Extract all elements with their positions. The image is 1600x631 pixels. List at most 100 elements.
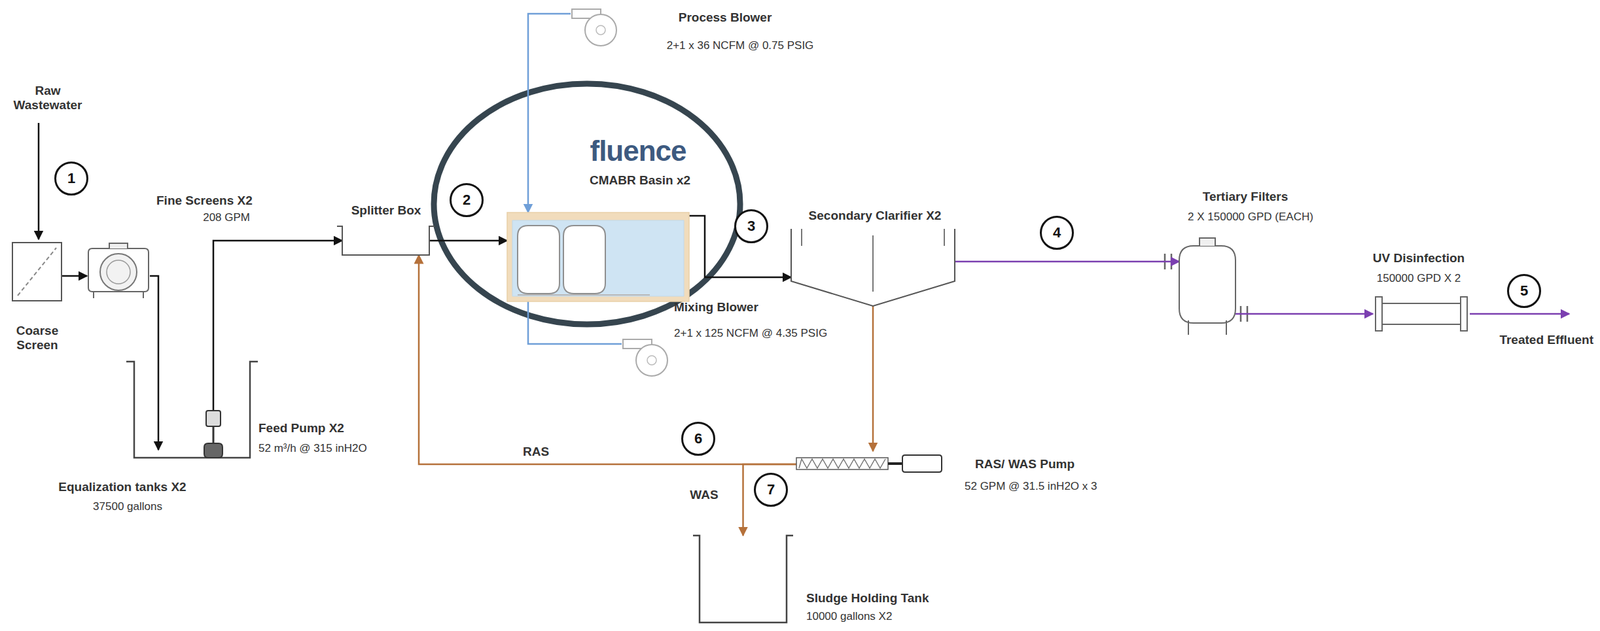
node-spec: 2+1 x 125 NCFM @ 4.35 PSIG <box>674 327 828 341</box>
node-title: fluence <box>589 134 686 169</box>
fine-screen-symbol <box>87 243 150 299</box>
shape-outline <box>1375 297 1383 332</box>
mixing-blower: Mixing Blower2+1 x 125 NCFM @ 4.35 PSIG <box>621 337 672 378</box>
shape-outline <box>585 14 617 46</box>
shape-outline <box>791 229 955 307</box>
shape-outline <box>1179 246 1236 324</box>
shape-outline <box>1460 297 1468 332</box>
coarse-screen: Coarse Screen <box>12 242 62 302</box>
mixing-blower-symbol <box>621 337 672 378</box>
feed-pump-symbol <box>204 410 223 459</box>
shape-outline <box>563 225 606 294</box>
shape-outline <box>337 226 435 256</box>
inflow-arrow <box>37 123 40 240</box>
equalization-tank: Feed Pump X252 m³/h @ 315 inH2OEqualizat… <box>134 361 250 459</box>
callout-number: 7 <box>753 473 788 508</box>
flow-connector <box>528 13 571 213</box>
shape-outline <box>93 291 144 299</box>
node-spec: 2+1 x 36 NCFM @ 0.75 PSIG <box>666 39 815 53</box>
shape-outline <box>517 225 560 294</box>
cmabr-basin-symbol <box>507 212 690 302</box>
flow-label: Treated Effluent <box>1499 333 1594 348</box>
flow-connector <box>743 464 798 536</box>
secondary-clarifier: Secondary Clarifier X2 <box>791 229 955 307</box>
node-spec: 150000 GPD X 2 <box>1376 272 1462 286</box>
tertiary-filter-symbol <box>1179 236 1236 336</box>
shape-outline <box>17 248 57 296</box>
shape-outline <box>206 410 221 427</box>
highlight-ellipse <box>433 83 741 325</box>
node-title: Splitter Box <box>351 203 422 218</box>
shape-outline <box>12 242 62 302</box>
shape-outline <box>796 458 889 470</box>
coarse-screen-symbol <box>12 242 62 302</box>
ras-was-pump-symbol <box>796 451 945 477</box>
node-title: UV Disinfection <box>1372 251 1465 266</box>
shape-outline <box>100 253 137 291</box>
edge-label: WAS <box>687 488 720 503</box>
flow-label: Raw Wastewater <box>5 83 91 113</box>
shape-outline <box>799 459 886 469</box>
node-spec: 52 m³/h @ 315 inH2O <box>258 442 368 456</box>
node-title: RAS/ WAS Pump <box>975 457 1075 472</box>
shape-outline <box>1188 320 1227 336</box>
process-blower: Process Blower2+1 x 36 NCFM @ 0.75 PSIG <box>570 6 621 48</box>
flow-connector <box>61 275 88 278</box>
node-title: Feed Pump X2 <box>258 421 345 436</box>
splitter-box-symbol <box>342 226 430 256</box>
process-blower-symbol <box>570 6 621 48</box>
node-title: Tertiary Filters <box>1202 189 1289 205</box>
sludge-tank: Sludge Holding Tank10000 gallons X2 <box>699 535 787 623</box>
fine-screen: Fine Screens X2208 GPM <box>87 243 150 299</box>
shape-outline <box>106 260 131 285</box>
callout-number: 6 <box>681 422 716 457</box>
callout-number: 5 <box>1507 274 1542 309</box>
uv-disinfection: UV Disinfection150000 GPD X 2 <box>1372 295 1470 333</box>
shape-outline <box>596 25 606 35</box>
shape-outline <box>888 462 903 466</box>
node-spec: 208 GPM <box>202 211 250 225</box>
feed-pump: Feed Pump X252 m³/h @ 315 inH2O <box>204 410 223 459</box>
shape-outline <box>512 220 684 297</box>
flow-connector <box>528 301 622 345</box>
outflow-arrow <box>1469 313 1570 316</box>
edge-label: RAS <box>520 444 552 460</box>
shape-outline <box>204 443 223 459</box>
node-title: Sludge Holding Tank <box>806 591 930 606</box>
ras-was-pump: RAS/ WAS Pump52 GPM @ 31.5 inH2O x 3 <box>796 451 945 477</box>
node-title: Equalization tanks X2 <box>58 480 186 495</box>
node-title: Coarse Screen <box>4 323 71 353</box>
tertiary-filter: Tertiary Filters2 X 150000 GPD (EACH) <box>1179 236 1236 336</box>
node-spec: 2 X 150000 GPD (EACH) <box>1187 210 1314 224</box>
shape-outline <box>507 212 690 302</box>
sludge-tank-symbol <box>699 535 787 623</box>
secondary-clarifier-symbol <box>791 229 955 307</box>
node-title: Process Blower <box>678 10 773 25</box>
flow-connector <box>429 240 508 243</box>
flow-connector <box>872 306 875 452</box>
callout-number: 3 <box>734 209 769 244</box>
node-title: Secondary Clarifier X2 <box>808 208 942 224</box>
cmabr-basin: fluenceCMABR Basin x2 <box>507 212 690 302</box>
flow-connector <box>213 240 343 411</box>
callout-number: 1 <box>54 161 89 196</box>
shape-outline <box>1199 238 1216 247</box>
splitter-box: Splitter Box <box>342 226 430 256</box>
shape-outline <box>693 535 794 623</box>
shape-outline <box>1382 303 1461 325</box>
callout-number: 4 <box>1039 215 1074 250</box>
uv-disinfection-symbol <box>1372 295 1470 333</box>
node-title: Fine Screens X2 <box>156 193 253 209</box>
shape-outline <box>647 355 657 366</box>
flow-connector <box>1235 313 1373 316</box>
shape-outline <box>126 361 258 459</box>
flow-connector <box>149 276 159 451</box>
shape-outline <box>88 248 149 292</box>
node-title: Mixing Blower <box>674 300 759 315</box>
node-spec: 37500 gallons <box>92 500 163 514</box>
shape-outline <box>636 344 668 377</box>
shape-outline <box>902 455 942 473</box>
